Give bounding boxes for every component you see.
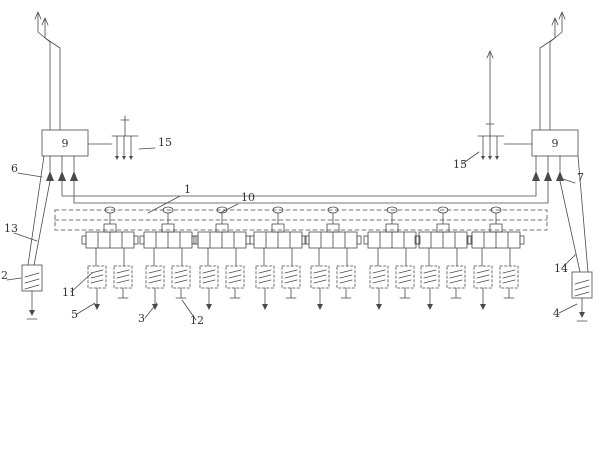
ref-label-12: 12 bbox=[181, 299, 204, 327]
leader-line bbox=[144, 302, 158, 319]
ref-label-text: 11 bbox=[62, 286, 76, 299]
leader-line bbox=[76, 302, 96, 315]
ref-label-11: 11 bbox=[62, 272, 93, 299]
supply-arrow-icon bbox=[34, 10, 42, 20]
leader-line bbox=[17, 172, 43, 178]
check-valve-icon bbox=[544, 171, 552, 181]
exhaust-arrow-icon bbox=[29, 310, 35, 316]
leader-line bbox=[13, 232, 38, 242]
ref-label-1: 1 bbox=[147, 183, 191, 214]
ref-label-6: 6 bbox=[11, 162, 43, 178]
left-reservoir bbox=[21, 264, 43, 320]
exhaust-arrow-icon bbox=[579, 312, 585, 318]
ref-label-2: 2 bbox=[1, 269, 22, 282]
ref-label-15: 15 bbox=[453, 151, 480, 171]
right-connector bbox=[477, 49, 533, 160]
valve-unit bbox=[193, 206, 251, 311]
ref-label-13: 13 bbox=[4, 222, 38, 242]
right-control-box: 9 bbox=[531, 10, 579, 157]
ref-label-10: 10 bbox=[219, 191, 255, 214]
leader-line bbox=[461, 151, 480, 165]
ref-label-5: 5 bbox=[71, 302, 96, 321]
check-valve-icon bbox=[532, 171, 540, 181]
reference-labels: 1 10 6 15 15 7 13 2 11 5 3 12 14 4 bbox=[1, 136, 584, 327]
ref-label-text: 15 bbox=[158, 136, 172, 149]
ref-label-text: 2 bbox=[1, 269, 8, 282]
left-check-valves bbox=[46, 155, 78, 181]
leader-line bbox=[561, 253, 577, 269]
ref-label-text: 15 bbox=[453, 158, 467, 171]
valve-units bbox=[81, 206, 525, 311]
left-drop-lines bbox=[27, 155, 51, 266]
ref-label-text: 4 bbox=[553, 307, 560, 320]
leader-line bbox=[147, 195, 181, 214]
leader-line bbox=[562, 178, 576, 184]
ref-label-4: 4 bbox=[553, 303, 578, 320]
ref-label-text: 12 bbox=[190, 314, 204, 327]
ref-label-text: 1 bbox=[184, 183, 191, 196]
valve-unit bbox=[81, 206, 139, 311]
leader-line bbox=[138, 147, 156, 150]
leader-line bbox=[558, 303, 578, 314]
leader-line bbox=[181, 299, 197, 321]
right-control-box-label: 9 bbox=[552, 137, 559, 150]
ref-label-text: 6 bbox=[11, 162, 18, 175]
ref-label-15: 15 bbox=[138, 136, 172, 150]
supply-arrow-icon bbox=[558, 10, 566, 20]
valve-unit bbox=[304, 206, 362, 311]
ref-label-text: 14 bbox=[554, 262, 568, 275]
valve-unit bbox=[363, 206, 421, 311]
ref-label-7: 7 bbox=[562, 171, 584, 184]
manifold-bus bbox=[54, 209, 548, 231]
pressure-lines bbox=[61, 180, 549, 204]
ref-label-text: 10 bbox=[241, 191, 255, 204]
left-control-box: 9 bbox=[34, 10, 89, 157]
ref-label-text: 7 bbox=[577, 171, 584, 184]
ref-label-text: 5 bbox=[71, 308, 78, 321]
valve-unit bbox=[467, 206, 525, 311]
left-connector bbox=[87, 115, 139, 160]
leader-line bbox=[219, 203, 239, 214]
leader-line bbox=[6, 277, 22, 281]
check-valve-icon bbox=[556, 171, 564, 181]
right-reservoir bbox=[571, 271, 593, 322]
supply-arrow-icon bbox=[551, 16, 559, 26]
check-valve-icon bbox=[46, 171, 54, 181]
check-valve-icon bbox=[70, 171, 78, 181]
right-drop-lines bbox=[559, 155, 589, 273]
valve-unit bbox=[249, 206, 307, 311]
ref-label-text: 13 bbox=[4, 222, 18, 235]
ref-label-text: 3 bbox=[138, 312, 145, 325]
leader-line bbox=[70, 272, 93, 293]
ref-label-3: 3 bbox=[138, 302, 158, 325]
supply-arrow-icon bbox=[41, 16, 49, 26]
check-valve-icon bbox=[58, 171, 66, 181]
valve-unit bbox=[139, 206, 197, 311]
supply-arrow-icon bbox=[486, 49, 494, 59]
left-control-box-label: 9 bbox=[62, 137, 69, 150]
right-check-valves bbox=[532, 155, 564, 181]
valve-unit bbox=[414, 206, 472, 311]
ref-label-14: 14 bbox=[554, 253, 577, 275]
